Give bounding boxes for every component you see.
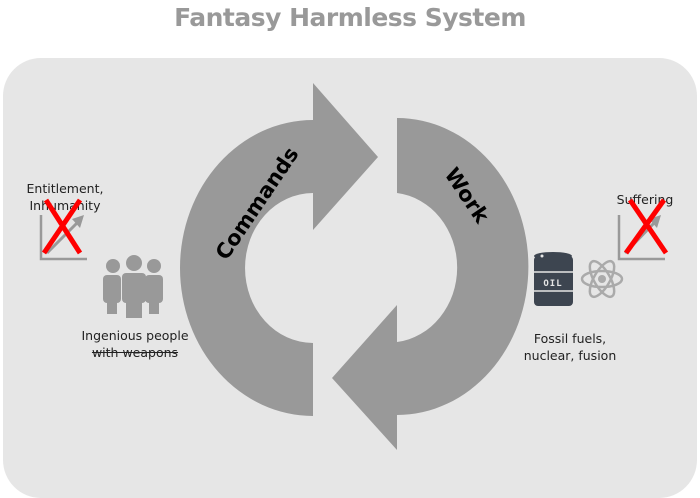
page-title: Fantasy Harmless System <box>174 3 526 32</box>
energy-label: Fossil fuels, nuclear, fusion <box>505 330 635 364</box>
red-x-icon-right <box>623 198 669 255</box>
people-label: Ingenious people with weapons <box>60 327 210 361</box>
red-x-icon <box>41 198 83 255</box>
left-chart-label-line1: Entitlement, <box>26 181 104 196</box>
oil-barrel-icon: OIL <box>534 252 573 306</box>
diagram-canvas: Commands Work OIL <box>39 83 669 450</box>
barrel-text: OIL <box>543 279 562 289</box>
energy-label-line2: nuclear, fusion <box>523 348 617 363</box>
work-arrow <box>332 118 529 450</box>
energy-label-line1: Fossil fuels, <box>533 331 607 346</box>
commands-arrow <box>180 83 378 416</box>
people-icon <box>103 255 163 318</box>
growth-chart-icon <box>39 215 87 261</box>
people-label-struck: with weapons <box>91 345 179 360</box>
atom-icon <box>580 259 624 299</box>
people-label-line1: Ingenious people <box>81 328 189 343</box>
